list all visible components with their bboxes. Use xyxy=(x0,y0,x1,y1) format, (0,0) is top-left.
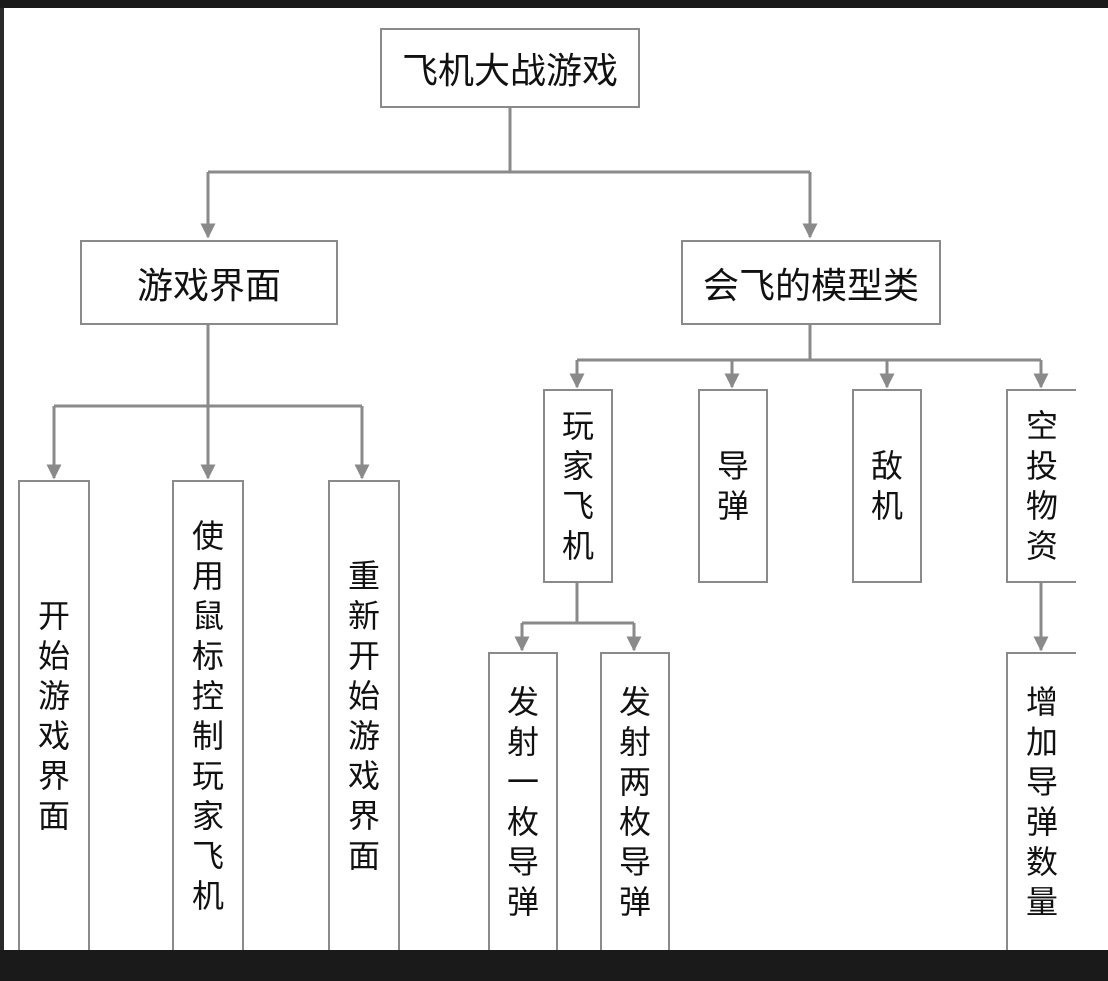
node-start-ui: 开始游戏界面 xyxy=(18,480,90,950)
node-root: 飞机大战游戏 xyxy=(380,28,640,108)
node-flying-models: 会飞的模型类 xyxy=(681,240,941,325)
node-player-plane: 玩家飞机 xyxy=(543,389,613,583)
node-mouse-control: 使用鼠标控制玩家飞机 xyxy=(172,480,244,950)
node-missile: 导弹 xyxy=(698,389,768,583)
node-fire-two: 发射两枚导弹 xyxy=(600,652,670,950)
left-frame-bar xyxy=(0,8,4,958)
node-add-missiles: 增加导弹数量 xyxy=(1006,652,1076,950)
node-airdrop: 空投物资 xyxy=(1006,389,1076,583)
node-game-ui: 游戏界面 xyxy=(80,240,338,325)
bottom-frame-bar xyxy=(0,950,1108,981)
node-fire-one: 发射一枚导弹 xyxy=(488,652,558,950)
top-frame-bar xyxy=(0,0,1108,8)
node-restart-ui: 重新开始游戏界面 xyxy=(328,480,400,950)
node-enemy: 敌机 xyxy=(852,389,922,583)
